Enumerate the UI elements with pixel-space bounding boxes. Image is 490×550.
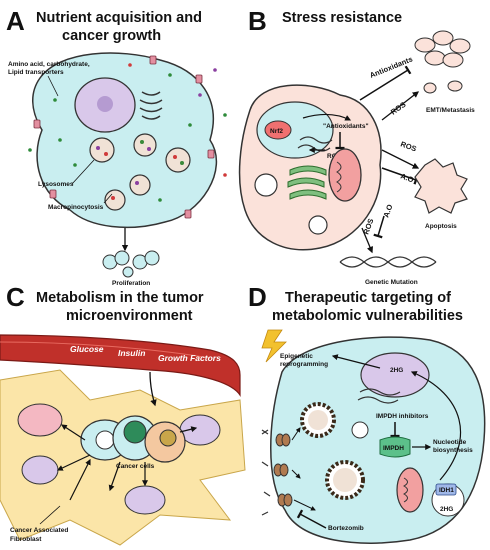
growth-factors-label: Growth Factors [158, 353, 221, 363]
lightning-icon [261, 329, 287, 363]
antioxidant-emt-inhibit [359, 65, 412, 101]
apoptotic-cell [414, 158, 468, 214]
ros-apoptosis-arrow [381, 149, 420, 169]
idh1-label: IDH1 [439, 487, 454, 494]
ao-mutation-inhibit [373, 215, 385, 239]
immune-cell-c4 [124, 485, 166, 515]
receptor-arrows-d [291, 427, 316, 511]
antioxidants-inner-label: "Antioxidants" [323, 123, 369, 130]
lysosomes-label: Lysosomes [38, 181, 74, 188]
2hg-top-label: 2HG [390, 367, 403, 374]
glucose-label: Glucose [70, 344, 104, 354]
ros-mutation-arrow [361, 227, 373, 254]
ligands-d [261, 429, 271, 516]
immune-cell-c2 [21, 455, 59, 485]
lysosomes-pointer [71, 159, 95, 185]
mitochondrion-b [328, 148, 362, 202]
panel-c: C Metabolism in the tumor microenvironme… [0, 282, 246, 546]
fibroblast-network [0, 369, 246, 546]
2hg-low-label: 2HG [440, 506, 453, 513]
bortezomib-inhibit [296, 509, 327, 529]
golgi-d [357, 388, 401, 404]
panel-d-letter: D [248, 282, 267, 312]
panel-d-title-line1: Therapeutic targeting of [285, 290, 451, 306]
nrf2-protein [264, 120, 292, 140]
transporters-label-line1: Amino acid, carbohydrate, [8, 61, 90, 68]
panel-a: A Nutrient acquisition and cancer growth [6, 6, 227, 287]
nucleotide-label-line1: Nucleotide [433, 439, 467, 446]
exchange-arrows [56, 424, 198, 501]
proteasome-d1 [300, 402, 336, 438]
nucleotide-label-line2: biosynthesis [433, 447, 473, 454]
impdh-inhibitors-label: IMPDH inhibitors [376, 413, 429, 420]
ao-apoptosis-inhibit [381, 167, 419, 185]
immune-cell-c1 [17, 403, 63, 437]
ao-low-label: A.O [381, 203, 394, 219]
2hg-epigenetic-arrow [331, 354, 381, 369]
dna-helix [339, 256, 437, 268]
panel-c-title-line1: Metabolism in the tumor [36, 290, 204, 306]
panel-b-letter: B [248, 6, 267, 36]
proteasome-d2 [325, 460, 365, 500]
emt-label: EMT/Metastasis [426, 107, 475, 114]
golgi-a [139, 91, 163, 120]
green-er-b [287, 165, 327, 200]
antioxidants-outer-label: Antioxidants [368, 54, 413, 79]
nutrient-particles-a [28, 63, 227, 202]
nutrient-flow-arrow [149, 371, 157, 407]
vesicle-d [351, 421, 369, 439]
caf-pointer [39, 505, 61, 525]
panel-a-title-line2: cancer growth [62, 28, 161, 44]
apoptosis-label: Apoptosis [425, 223, 457, 230]
blood-vessel [0, 334, 241, 397]
mitochondrion-d [396, 467, 424, 513]
ros-mid-label: ROS [399, 139, 417, 153]
2hg-nucleus-arrow [410, 371, 462, 481]
genetic-mutation-label: Genetic Mutation [365, 279, 418, 286]
membrane-receptors-d [273, 433, 293, 507]
daughter-cells [102, 250, 160, 278]
nucleus-d [360, 352, 430, 398]
epigenetic-label-line1: Epigenetic [280, 353, 313, 360]
transporters-pointer [47, 75, 59, 97]
bortezomib-label: Bortezomib [328, 525, 364, 532]
panel-a-letter: A [6, 6, 25, 36]
caf-label-line1: Cancer Associated [10, 527, 68, 534]
impdh-label: IMPDH [383, 445, 404, 452]
nrf2-label: Nrf2 [270, 128, 283, 135]
cancer-cells-label: Cancer cells [116, 463, 155, 470]
epigenetic-label-line2: reprogramming [280, 361, 328, 368]
ros-emt-arrow [381, 91, 420, 121]
caf-label-line2: Fibroblast [10, 536, 42, 543]
proliferation-label: Proliferation [112, 280, 150, 287]
insulin-label: Insulin [118, 348, 145, 358]
emt-cells [414, 30, 471, 94]
lysosomes-a [89, 133, 191, 211]
panel-d-title-line2: metabolomic vulnerabilities [272, 308, 463, 324]
nrf2-antioxidant-arrow [302, 113, 352, 121]
panel-c-title-line2: microenvironment [66, 308, 193, 324]
panel-b-title: Stress resistance [282, 10, 402, 26]
panel-a-title-line1: Nutrient acquisition and [36, 10, 202, 26]
nucleolus-a [97, 96, 113, 112]
panel-c-letter: C [6, 282, 25, 312]
ao-mid-label: A.O [399, 171, 415, 184]
panel-d: D Therapeutic targeting of metabolomic v… [248, 282, 486, 544]
macropinocytosis-label: Macropinocytosis [48, 204, 104, 211]
transporters-label-line2: Lipid transporters [8, 69, 64, 76]
idh1-enzyme [435, 483, 457, 496]
vesicle-b1 [254, 173, 278, 197]
vesicle-b2 [308, 215, 328, 235]
macropinocytosis-pointer [103, 193, 113, 204]
impdh-enzyme [379, 436, 411, 458]
transporters-a [33, 55, 215, 219]
panel-b: B Stress resistance Nrf2 "Antioxidants" … [238, 6, 475, 286]
